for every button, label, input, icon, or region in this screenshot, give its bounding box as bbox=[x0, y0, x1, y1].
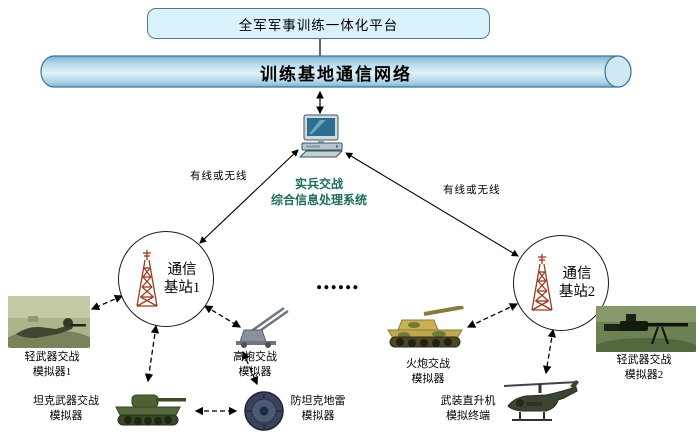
label-line: 防坦克地雷 bbox=[290, 395, 346, 407]
aa-gun-simulator-label: 高炮交战 模拟器 bbox=[205, 350, 305, 380]
label-line: 武装直升机 bbox=[440, 395, 496, 407]
anti-tank-mine-label: 防坦克地雷 模拟器 bbox=[268, 394, 368, 424]
anti-tank-mine-image bbox=[242, 388, 286, 432]
base-station-1: 通信 基站1 bbox=[118, 231, 214, 327]
artillery-simulator-label: 火炮交战 模拟器 bbox=[378, 357, 478, 387]
ellipsis-dots: ...... bbox=[316, 268, 360, 295]
base-station-2: 通信 基站2 bbox=[513, 235, 609, 331]
platform-box: 全军军事训练一体化平台 bbox=[147, 8, 490, 39]
light-weapon-simulator-2-image bbox=[596, 306, 696, 352]
base-station-1-label: 通信 基站1 bbox=[164, 261, 200, 297]
attack-helicopter-image bbox=[500, 376, 582, 432]
label-line: 模拟器 bbox=[411, 373, 445, 385]
base-station-2-label: 通信 基站2 bbox=[559, 265, 595, 301]
link-station1-tank bbox=[144, 324, 160, 383]
processing-system-label-line1: 实兵交战 bbox=[294, 177, 343, 191]
label-line: 模拟器1 bbox=[32, 366, 72, 378]
tank-simulator-image bbox=[110, 385, 190, 431]
label-line: 轻武器交战 bbox=[616, 354, 672, 366]
network-title: 训练基地通信网络 bbox=[260, 64, 412, 84]
light-weapon-simulator-2-label: 轻武器交战 模拟器2 bbox=[594, 353, 694, 383]
computer-workstation-icon bbox=[296, 114, 348, 158]
aa-gun-simulator-image bbox=[232, 302, 294, 348]
label-line: 模拟终端 bbox=[446, 410, 490, 422]
radio-tower-icon bbox=[527, 254, 557, 312]
link-label-right: 有线或无线 bbox=[443, 185, 501, 196]
processing-system-label-line2: 综合信息处理系统 bbox=[270, 193, 367, 207]
label-line: 轻武器交战 bbox=[24, 351, 80, 363]
label-line: 模拟器 bbox=[238, 366, 272, 378]
network-cylinder-shape bbox=[40, 55, 632, 88]
label-line: 高炮交战 bbox=[233, 351, 277, 363]
light-weapon-simulator-1-label: 轻武器交战 模拟器1 bbox=[2, 350, 102, 380]
light-weapon-simulator-1-image bbox=[8, 296, 90, 348]
base-station-2-line2: 基站2 bbox=[558, 284, 596, 300]
processing-system-label: 实兵交战 综合信息处理系统 bbox=[253, 176, 385, 208]
label-line: 坦克武器交战 bbox=[33, 395, 99, 407]
platform-title: 全军军事训练一体化平台 bbox=[238, 17, 399, 33]
link-station2-helicopter bbox=[542, 328, 557, 375]
link-station2-artillery bbox=[466, 303, 519, 328]
link-label-left: 有线或无线 bbox=[190, 171, 248, 182]
label-line: 模拟器 bbox=[49, 410, 83, 422]
base-station-2-line1: 通信 bbox=[562, 266, 592, 282]
radio-tower-icon bbox=[132, 250, 162, 308]
base-station-1-line2: 基站1 bbox=[163, 280, 201, 296]
link-station1-light1 bbox=[90, 294, 124, 311]
base-station-1-line1: 通信 bbox=[167, 262, 197, 278]
helicopter-terminal-label: 武装直升机 模拟终端 bbox=[418, 394, 518, 424]
label-line: 模拟器 bbox=[301, 410, 335, 422]
label-line: 火炮交战 bbox=[406, 358, 450, 370]
tank-simulator-label: 坦克武器交战 模拟器 bbox=[16, 394, 116, 424]
label-line: 模拟器2 bbox=[624, 369, 664, 381]
artillery-simulator-image bbox=[384, 306, 470, 352]
network-bus: 训练基地通信网络 bbox=[40, 55, 632, 89]
